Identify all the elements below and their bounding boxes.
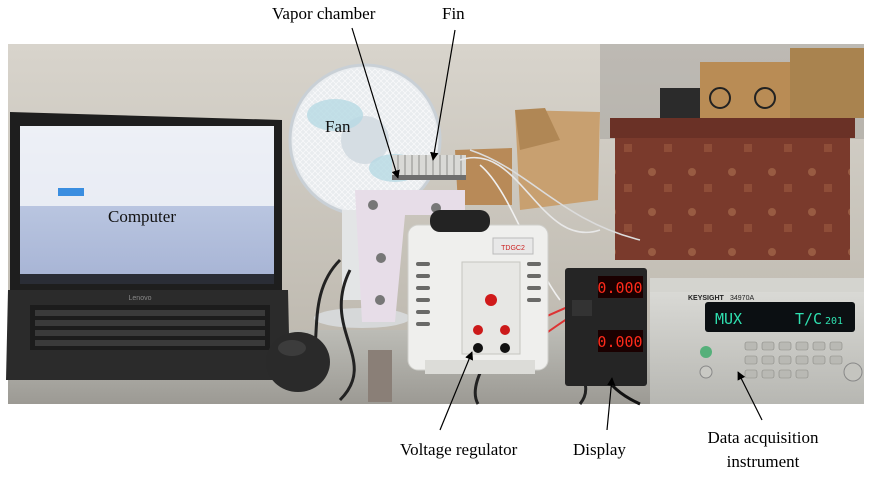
label-data-acquisition-line2: instrument: [726, 452, 800, 471]
arrow-voltage-regulator: [439, 351, 474, 431]
label-computer: Computer: [108, 207, 176, 226]
annotation-arrows: [351, 27, 763, 431]
label-vapor-chamber: Vapor chamber: [272, 4, 376, 23]
label-data-acquisition: Data acquisition instrument: [688, 426, 838, 474]
laptop-brand: Lenovo: [129, 295, 152, 302]
label-voltage-regulator: Voltage regulator: [400, 440, 518, 459]
daq-brand: KEYSIGHT: [688, 295, 725, 302]
svg-text:TDGC2: TDGC2: [501, 245, 525, 252]
arrow-vapor-chamber: [351, 27, 400, 179]
cardboard-boxes: [455, 48, 864, 260]
display-meter: [565, 268, 647, 386]
arrow-fin: [430, 29, 456, 161]
arrow-daq: [737, 371, 763, 421]
daq-screen-left: MUX: [715, 310, 742, 328]
label-fan: Fan: [325, 117, 351, 136]
daq-screen-right: T/C: [795, 310, 822, 328]
daq-model: 34970A: [730, 295, 754, 302]
arrow-display: [606, 377, 616, 431]
display-bottom-reading: 0.000: [597, 333, 642, 351]
label-display: Display: [573, 440, 626, 459]
daq-screen-channel: 201: [825, 316, 843, 327]
voltage-regulator: TDGC2: [407, 210, 549, 374]
label-fin: Fin: [442, 4, 465, 23]
data-acquisition-unit: [650, 278, 864, 404]
laptop: [6, 112, 290, 380]
display-top-reading: 0.000: [597, 279, 642, 297]
heat-sink-assembly: [355, 155, 466, 322]
mouse: [266, 332, 330, 392]
ruler: [368, 350, 392, 402]
label-data-acquisition-line1: Data acquisition: [707, 428, 819, 447]
